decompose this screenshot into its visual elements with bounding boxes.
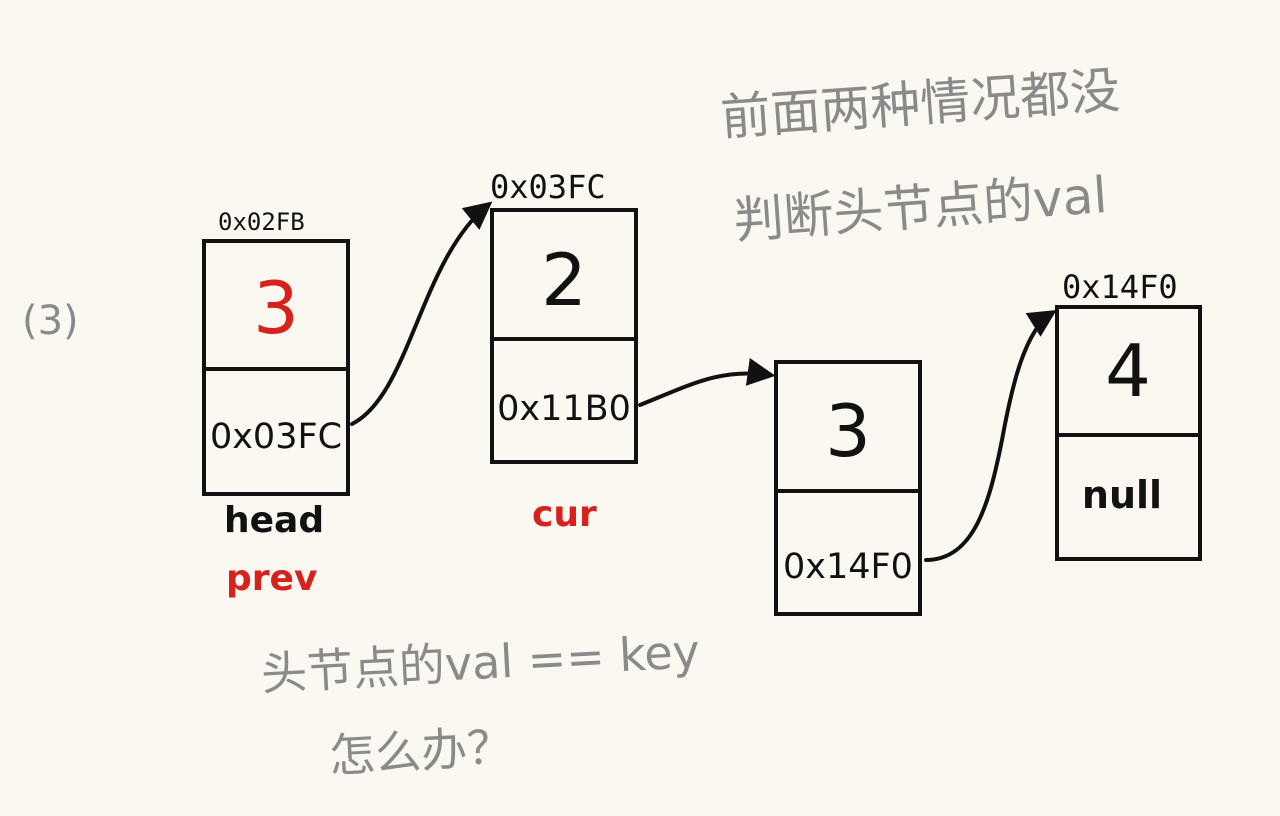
node-1-next: 0x03FC	[210, 417, 342, 457]
node-1-address: 0x02FB	[218, 208, 305, 236]
node-1: 0x02FB 3 0x03FC	[202, 208, 350, 496]
arrow-node3-to-node4	[924, 310, 1057, 562]
node-3: 3 0x14F0	[774, 360, 922, 616]
note-top-right-line1: 前面两种情况都没	[719, 61, 1122, 147]
cur-label: cur	[532, 494, 597, 535]
note-top-right-line2: 判断头节点的val	[732, 166, 1109, 250]
section-label: (3)	[22, 298, 79, 344]
arrow-node2-to-node3	[638, 358, 776, 407]
note-bottom-line2: 怎么办？	[328, 719, 515, 783]
node-4-next: null	[1082, 473, 1162, 517]
note-bottom-line1: 头节点的val == key	[260, 624, 701, 701]
prev-label: prev	[226, 558, 317, 599]
arrow-node1-to-node2	[350, 201, 493, 426]
node-3-val: 3	[825, 389, 871, 473]
node-2-next: 0x11B0	[497, 389, 631, 429]
node-2-address: 0x03FC	[490, 168, 606, 206]
node-2-box	[490, 208, 638, 464]
head-label: head	[224, 500, 324, 541]
node-2: 0x03FC 2 0x11B0	[490, 168, 638, 464]
node-3-box	[774, 360, 922, 616]
node-4: 0x14F0 4 null	[1055, 268, 1202, 561]
node-1-val: 3	[253, 266, 299, 350]
node-3-next: 0x14F0	[783, 547, 913, 587]
node-4-val: 4	[1105, 329, 1151, 413]
node-4-address: 0x14F0	[1062, 268, 1178, 306]
node-2-val: 2	[541, 238, 587, 322]
